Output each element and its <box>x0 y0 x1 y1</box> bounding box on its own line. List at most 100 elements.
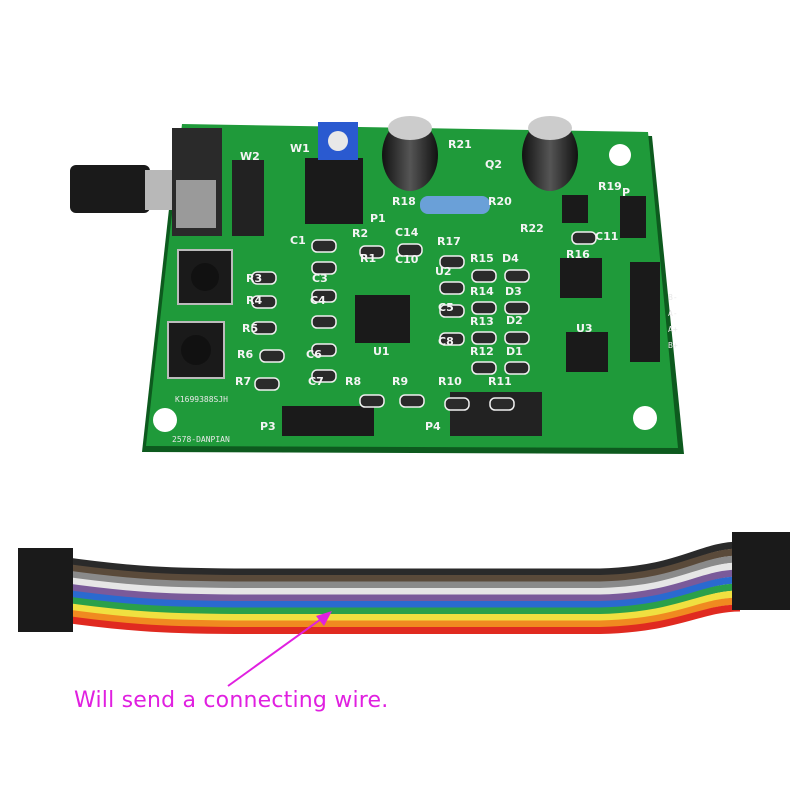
silk-label: P1 <box>370 212 386 225</box>
board-code: 2578-DANPIAN <box>172 435 230 444</box>
header-p3[interactable] <box>282 406 374 436</box>
wire-strand <box>59 590 741 621</box>
silk-label: W2 <box>240 150 260 163</box>
silk-label: C14 <box>395 226 419 239</box>
transistor <box>562 195 588 223</box>
connector-left[interactable] <box>18 548 73 632</box>
header-top-right[interactable] <box>620 196 646 238</box>
potentiometer-knob[interactable] <box>70 128 222 236</box>
jumper-wire-ribbon[interactable] <box>59 541 741 634</box>
silk-label: C7 <box>308 375 324 388</box>
silk-label: P4 <box>425 420 441 433</box>
wire-strand <box>59 604 741 634</box>
silk-label: C10 <box>395 253 419 266</box>
silk-label: W1 <box>290 142 310 155</box>
chip-u1 <box>355 295 410 343</box>
silk-label: R20 <box>488 195 512 208</box>
smd-part <box>359 394 385 408</box>
caption: Will send a connecting wire. <box>74 688 389 713</box>
smd-part <box>251 321 277 335</box>
wire-strand <box>59 541 741 576</box>
silk-label: D2 <box>506 314 523 327</box>
smd-part <box>471 301 497 315</box>
silk-label: P3 <box>260 420 276 433</box>
smd-part <box>254 377 280 391</box>
smd-part <box>251 295 277 309</box>
button-cap <box>181 335 211 365</box>
smd-part <box>571 231 597 245</box>
smd-part <box>504 269 530 283</box>
silk-label: C3 <box>312 272 328 285</box>
smd-part <box>259 349 285 363</box>
capacitor <box>522 116 578 191</box>
silk-label: R11 <box>488 375 512 388</box>
connector-right[interactable] <box>732 532 790 610</box>
silk-label: D1 <box>506 345 523 358</box>
smd-part <box>439 304 465 318</box>
silk-label: R2 <box>352 227 368 240</box>
board-code: K1699388SJH <box>175 395 228 404</box>
silk-label: R3 <box>246 272 262 285</box>
silk-label: R13 <box>470 315 494 328</box>
silk-label: R7 <box>235 375 251 388</box>
chip-u2 <box>560 258 602 298</box>
smd-part <box>311 289 337 303</box>
smd-part <box>399 394 425 408</box>
silk-label: C1 <box>290 234 306 247</box>
header-pin-label: A+ <box>668 325 678 334</box>
silk-label: R10 <box>438 375 462 388</box>
silk-label: U3 <box>576 322 593 335</box>
smd-part <box>471 361 497 375</box>
silk-label: C6 <box>306 348 322 361</box>
button-cap <box>191 263 219 291</box>
silk-label: R19 <box>598 180 622 193</box>
smd-part <box>311 369 337 383</box>
smd-part <box>504 301 530 315</box>
silk-label: P <box>622 186 630 199</box>
silk-label: R17 <box>437 235 461 248</box>
wire-strand <box>59 569 741 602</box>
silk-label: D3 <box>505 285 522 298</box>
smd-part <box>439 332 465 346</box>
wire-strand <box>59 562 741 595</box>
smd-part <box>311 239 337 253</box>
silk-label: R21 <box>448 138 472 151</box>
annotation-arrow <box>227 611 332 687</box>
jumper-w2[interactable] <box>232 160 264 236</box>
silk-label: R1 <box>360 252 376 265</box>
smd-part <box>504 331 530 345</box>
silk-label: U1 <box>373 345 390 358</box>
smd-part <box>311 261 337 275</box>
silk-label: D4 <box>502 252 519 265</box>
header-right[interactable] <box>630 262 660 362</box>
wire-strand <box>59 555 741 589</box>
smd-part <box>444 397 470 411</box>
header-pin-label: A- <box>668 309 678 318</box>
wire-strand <box>59 597 741 628</box>
wire-strand <box>59 548 741 582</box>
silk-label: R5 <box>242 322 258 335</box>
jumper-w1[interactable] <box>305 158 363 224</box>
silk-label: C4 <box>310 294 326 307</box>
silk-label: C11 <box>595 230 618 243</box>
smd-components <box>251 231 597 411</box>
smd-part <box>439 255 465 269</box>
silk-label: C8 <box>438 335 454 348</box>
header-pin-label: B+ <box>668 341 678 350</box>
mount-hole <box>633 406 657 430</box>
silk-label: R16 <box>566 248 590 261</box>
smd-part <box>311 315 337 329</box>
silk-label: R14 <box>470 285 494 298</box>
smd-part <box>439 281 465 295</box>
trimmer-screw <box>328 131 348 151</box>
smd-part <box>251 271 277 285</box>
smd-part <box>311 343 337 357</box>
capacitor <box>382 116 438 191</box>
wire-strand <box>59 576 741 608</box>
wire-strand <box>59 583 741 615</box>
smd-part <box>504 361 530 375</box>
silk-label: R15 <box>470 252 494 265</box>
silk-label: R4 <box>246 294 262 307</box>
